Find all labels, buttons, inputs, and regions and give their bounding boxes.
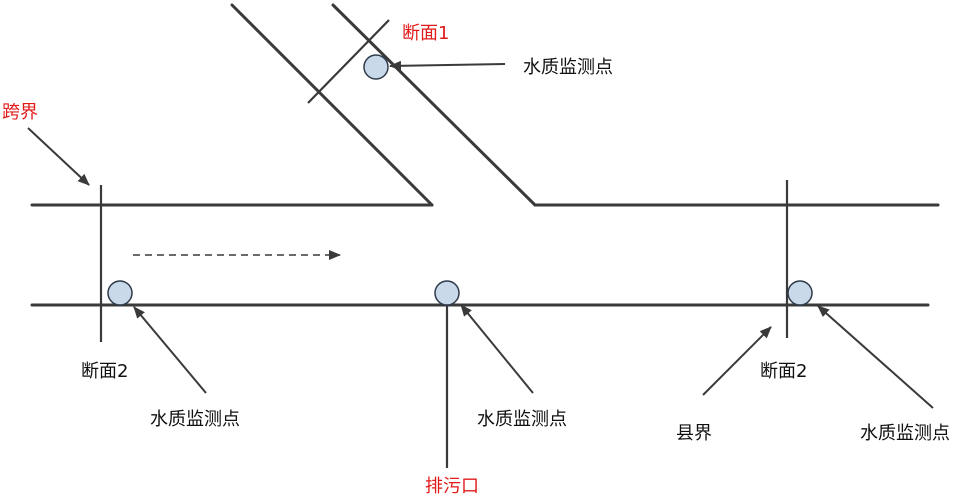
section-1-line [307, 19, 390, 104]
label-cross-boundary: 跨界 [2, 102, 38, 123]
tributary-bank-right [331, 3, 537, 207]
label-section-1: 断面1 [402, 23, 449, 44]
pointer-monitor-middle [460, 304, 534, 394]
tributary-bank-left [230, 3, 434, 207]
label-monitor-right: 水质监测点 [860, 423, 950, 444]
pointer-county-boundary [702, 326, 772, 396]
monitor-point-middle [434, 280, 460, 306]
label-outfall: 排污口 [425, 476, 479, 497]
label-monitor-middle: 水质监测点 [477, 409, 567, 430]
pointer-monitor-top [389, 60, 506, 71]
label-monitor-top: 水质监测点 [523, 57, 613, 78]
monitor-point-left [107, 280, 133, 306]
label-county-boundary: 县界 [676, 423, 712, 444]
pointer-monitor-right [817, 305, 934, 409]
pointer-monitor-left [133, 306, 207, 394]
label-monitor-left: 水质监测点 [150, 409, 240, 430]
monitor-point-top [363, 54, 389, 80]
pointer-cross-boundary [27, 127, 90, 186]
label-section-2-right: 断面2 [760, 361, 807, 382]
monitor-point-right [787, 280, 813, 306]
label-section-2-left: 断面2 [81, 361, 128, 382]
